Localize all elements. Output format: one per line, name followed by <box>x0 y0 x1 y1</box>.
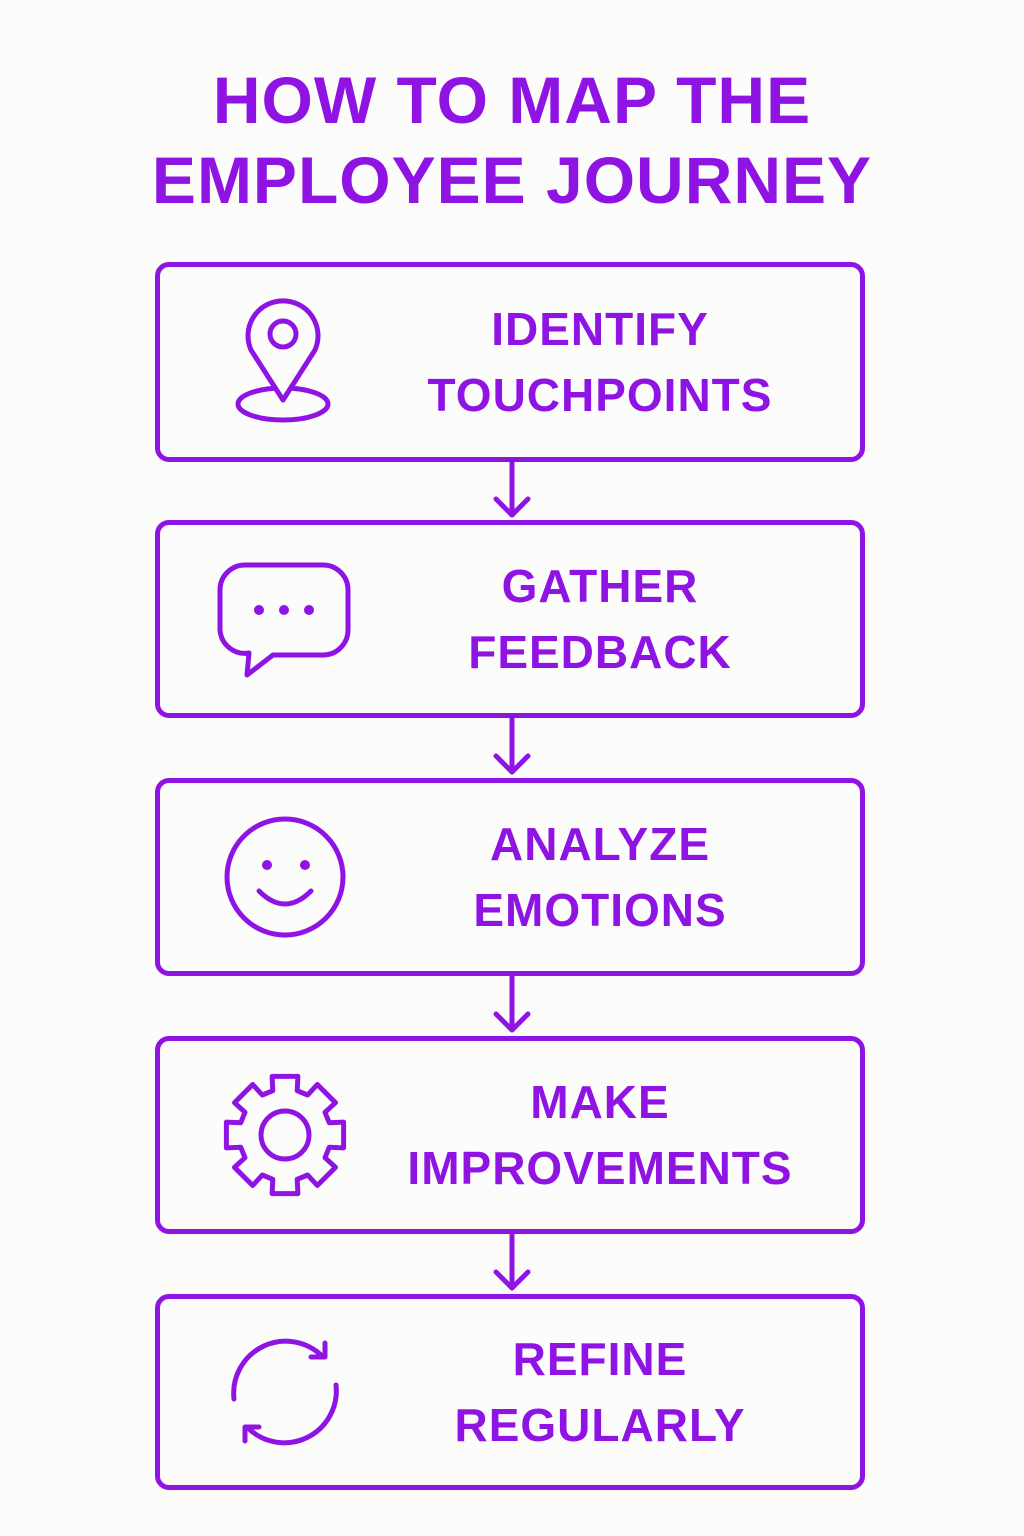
step-label: IDENTIFY TOUCHPOINTS <box>360 296 840 428</box>
step-analyze-emotions: ANALYZE EMOTIONS <box>155 778 865 976</box>
step-gather-feedback: GATHER FEEDBACK <box>155 520 865 718</box>
smiley-face-icon <box>215 807 355 947</box>
location-pin-icon <box>215 292 355 432</box>
down-arrow-icon <box>487 716 537 780</box>
step-label-line-2: IMPROVEMENTS <box>407 1142 793 1194</box>
step-label-line-2: EMOTIONS <box>473 884 727 936</box>
down-arrow-icon <box>487 1232 537 1296</box>
title-line-2: EMPLOYEE JOURNEY <box>151 143 873 217</box>
page-title: HOW TO MAP THE EMPLOYEE JOURNEY <box>0 60 1024 220</box>
step-label-line-1: GATHER <box>501 560 699 612</box>
step-make-improvements: MAKE IMPROVEMENTS <box>155 1036 865 1234</box>
step-label-line-2: FEEDBACK <box>468 626 732 678</box>
step-label-line-1: MAKE <box>530 1076 670 1128</box>
step-refine-regularly: REFINE REGULARLY <box>155 1294 865 1490</box>
step-label: MAKE IMPROVEMENTS <box>360 1069 840 1201</box>
gear-icon <box>215 1065 355 1205</box>
title-line-1: HOW TO MAP THE <box>212 63 812 137</box>
step-label: GATHER FEEDBACK <box>360 553 840 685</box>
step-identify-touchpoints: IDENTIFY TOUCHPOINTS <box>155 262 865 462</box>
step-label-line-1: REFINE <box>512 1333 688 1385</box>
chat-bubble-icon <box>215 549 355 689</box>
down-arrow-icon <box>487 459 537 523</box>
step-label: ANALYZE EMOTIONS <box>360 811 840 943</box>
refresh-icon <box>215 1322 355 1462</box>
step-label-line-1: ANALYZE <box>490 818 710 870</box>
step-label-line-1: IDENTIFY <box>491 303 709 355</box>
step-label-line-2: TOUCHPOINTS <box>427 369 773 421</box>
down-arrow-icon <box>487 974 537 1038</box>
step-label-line-2: REGULARLY <box>454 1399 746 1451</box>
step-label: REFINE REGULARLY <box>360 1326 840 1458</box>
